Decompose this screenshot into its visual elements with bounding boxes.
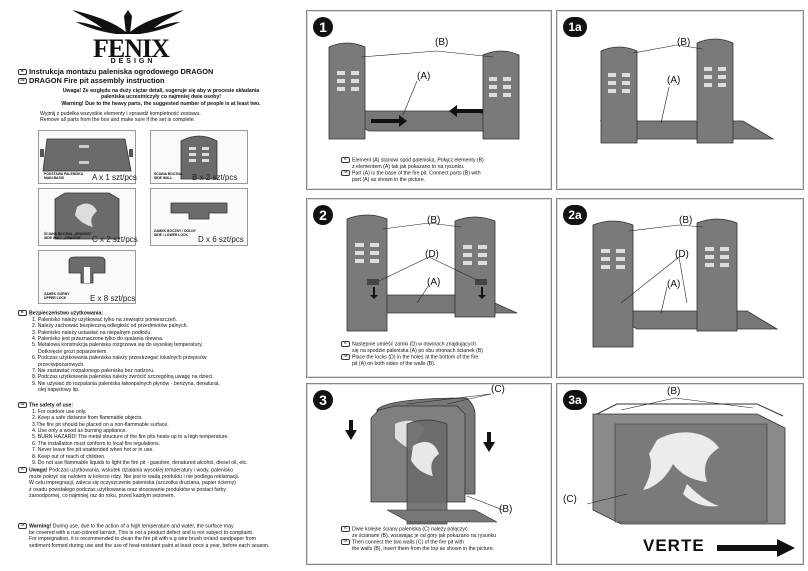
side-lock-icon (170, 202, 228, 220)
part-b-image (150, 130, 248, 184)
step-3a-illustration (586, 397, 786, 525)
flag-gb-icon: GB (18, 78, 27, 85)
step-1a-number: 1a (563, 17, 587, 37)
part-d-qty: D x 6 szt/pcs (198, 235, 244, 244)
flag-pl-icon: PL (341, 526, 350, 532)
brand-logo: FENIX DESIGN (68, 6, 188, 68)
part-b-qty: B x 2 szt/pcs (192, 173, 238, 182)
step-1-number: 1 (313, 17, 333, 37)
brand-name: FENIX (93, 34, 170, 63)
step-2a-label-b: (B) (679, 215, 693, 226)
flag-gb-icon: GB (341, 170, 350, 177)
flag-gb-icon: GB (341, 539, 350, 546)
step-2a-panel: 2a (B) (D) (A) (556, 198, 804, 378)
step-3-label-b: (B) (499, 504, 513, 515)
step-1-illustration (328, 42, 520, 140)
part-c-qty: C x 2 szt/pcs (92, 235, 138, 244)
step-2-label-a: (A) (427, 277, 441, 288)
part-e-image (38, 250, 136, 304)
step-2a-illustration (592, 218, 779, 348)
step-1a-label-b: (B) (677, 37, 691, 48)
part-a-qty: A x 1 szt/pcs (92, 173, 137, 182)
arrow-right-icon (717, 539, 795, 557)
step-1-label-b: (B) (435, 37, 449, 48)
base-plate-icon (40, 138, 133, 172)
unpack-block: Wyjmij z pudełka wszystkie elementy i sp… (40, 111, 201, 124)
part-c-caption: ŚCIANA BOCZNA „DRAGON"SIDE WALL „DRAGON" (44, 232, 92, 240)
flag-pl-icon: PL (18, 310, 27, 316)
step-3a-number: 3a (563, 390, 587, 410)
side-wall-icon (180, 135, 218, 180)
warning-block: Uwaga! Ze względu na duży ciężar detali,… (61, 88, 261, 107)
step-3a-label-c: (C) (563, 494, 577, 505)
part-d-image (150, 188, 248, 246)
step-1a-label-a: (A) (667, 75, 681, 86)
safety-pl-list: 1. Palenisko należy użytkować tylko na z… (32, 316, 220, 394)
phoenix-wings-icon (72, 10, 184, 34)
part-e-qty: E x 8 szt/pcs (90, 294, 136, 303)
step-2a-label-a: (A) (667, 279, 681, 290)
step-1a-illustration (599, 38, 775, 144)
step-3a-label-b: (B) (667, 386, 681, 397)
verte-label: VERTE (643, 536, 705, 555)
part-a-image (38, 130, 136, 184)
part-c-image (38, 188, 136, 246)
step-2-label-b: (B) (427, 215, 441, 226)
safety-en-list: 1. For outdoor use only. 2. Keep a safe … (32, 408, 248, 467)
step-3-label-c: (C) (491, 384, 505, 395)
upper-lock-icon (68, 256, 106, 284)
brand-subtitle: DESIGN (110, 58, 156, 65)
flag-gb-icon: GB (18, 402, 27, 408)
flag-gb-icon: GB (341, 354, 350, 361)
step-2a-label-d: (D) (675, 249, 689, 260)
flag-gb-icon: GB (18, 523, 27, 529)
step-2a-number: 2a (563, 205, 587, 225)
flag-pl-icon: PL (341, 157, 350, 163)
step-2-illustration (346, 214, 518, 332)
flag-pl-icon: PL (18, 467, 27, 473)
step-3-illustration (345, 393, 504, 525)
step-1-label-a: (A) (417, 71, 431, 82)
flag-pl-icon: PL (18, 69, 27, 76)
step-1a-panel: 1a (B) (A) (556, 10, 804, 190)
step-2-number: 2 (313, 205, 333, 225)
flag-pl-icon: PL (341, 341, 350, 347)
step-2-label-d: (D) (425, 249, 439, 260)
step-3a-panel: 3a (B) (C) VERTE (556, 383, 804, 565)
dragon-wall-icon (54, 192, 120, 240)
step-3-number: 3 (313, 390, 333, 410)
